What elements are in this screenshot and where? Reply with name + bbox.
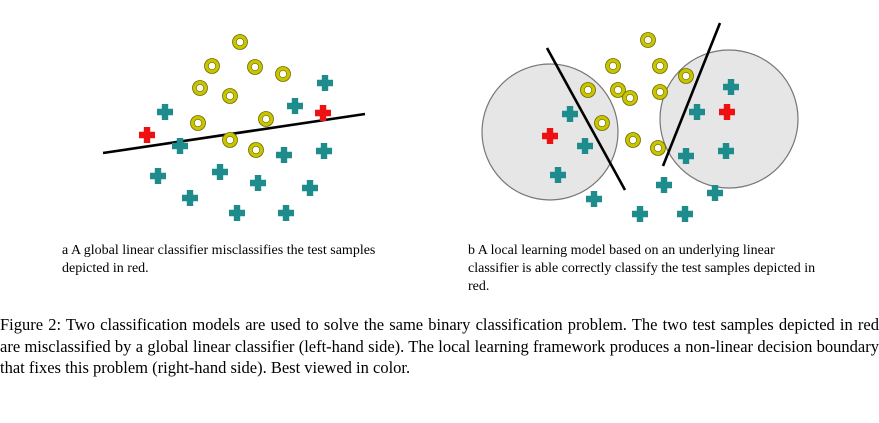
circle-sample-7-hole	[626, 94, 634, 102]
circle-sample-9-hole	[629, 136, 637, 144]
subcaption-a: a A global linear classifier misclassifi…	[62, 243, 376, 276]
plus-sample-6	[150, 168, 166, 184]
circle-sample-3-hole	[279, 70, 287, 78]
figure-caption: Figure 2: Two classification models are …	[0, 315, 879, 377]
plus-sample-1	[723, 79, 739, 95]
panel-a-plot	[102, 34, 366, 221]
circle-sample-1-hole	[609, 62, 617, 70]
circle-sample-3-hole	[614, 86, 622, 94]
plus-sample-11	[229, 205, 245, 221]
panel-a-global-classifier	[90, 28, 380, 228]
circle-sample-0-hole	[644, 36, 652, 44]
local-line-right	[661, 22, 722, 167]
test-sample-red-0	[139, 127, 155, 143]
plus-sample-7	[212, 164, 228, 180]
plus-sample-4	[276, 147, 292, 163]
plus-sample-6	[550, 167, 566, 183]
circle-sample-5-hole	[682, 72, 690, 80]
plus-sample-4	[718, 143, 734, 159]
plus-sample-3	[577, 138, 593, 154]
local-line-left	[545, 47, 627, 191]
circle-sample-2-hole	[251, 63, 259, 71]
plus-sample-10	[182, 190, 198, 206]
plus-sample-10	[632, 206, 648, 222]
circle-sample-7-hole	[262, 115, 270, 123]
circle-sample-2-hole	[656, 62, 664, 70]
test-sample-red-0	[542, 128, 558, 144]
plus-sample-12	[278, 205, 294, 221]
plus-sample-5	[678, 148, 694, 164]
plus-sample-3	[172, 138, 188, 154]
plus-sample-2	[287, 98, 303, 114]
plus-sample-8	[250, 175, 266, 191]
plus-sample-5	[316, 143, 332, 159]
circle-sample-6-hole	[584, 86, 592, 94]
circle-sample-6-hole	[194, 119, 202, 127]
circle-sample-5-hole	[226, 92, 234, 100]
circle-sample-10-hole	[654, 144, 662, 152]
circle-sample-8-hole	[226, 136, 234, 144]
plus-sample-9	[586, 191, 602, 207]
subcaption-b: b A local learning model based on an und…	[468, 243, 816, 294]
plus-sample-9	[302, 180, 318, 196]
plus-sample-7	[656, 177, 672, 193]
plus-sample-11	[677, 206, 693, 222]
test-sample-red-1	[719, 104, 735, 120]
circle-sample-1-hole	[208, 62, 216, 70]
circle-sample-9-hole	[252, 146, 260, 154]
circle-sample-4-hole	[656, 88, 664, 96]
plus-sample-0	[562, 106, 578, 122]
plus-sample-1	[157, 104, 173, 120]
test-sample-red-1	[315, 105, 331, 121]
circle-sample-4-hole	[196, 84, 204, 92]
panel-b-local-classifier	[470, 18, 810, 228]
circle-sample-8-hole	[598, 119, 606, 127]
plus-sample-8	[707, 185, 723, 201]
panel-b-plot	[481, 22, 799, 222]
plus-sample-0	[317, 75, 333, 91]
plus-sample-2	[689, 104, 705, 120]
circle-sample-0-hole	[236, 38, 244, 46]
